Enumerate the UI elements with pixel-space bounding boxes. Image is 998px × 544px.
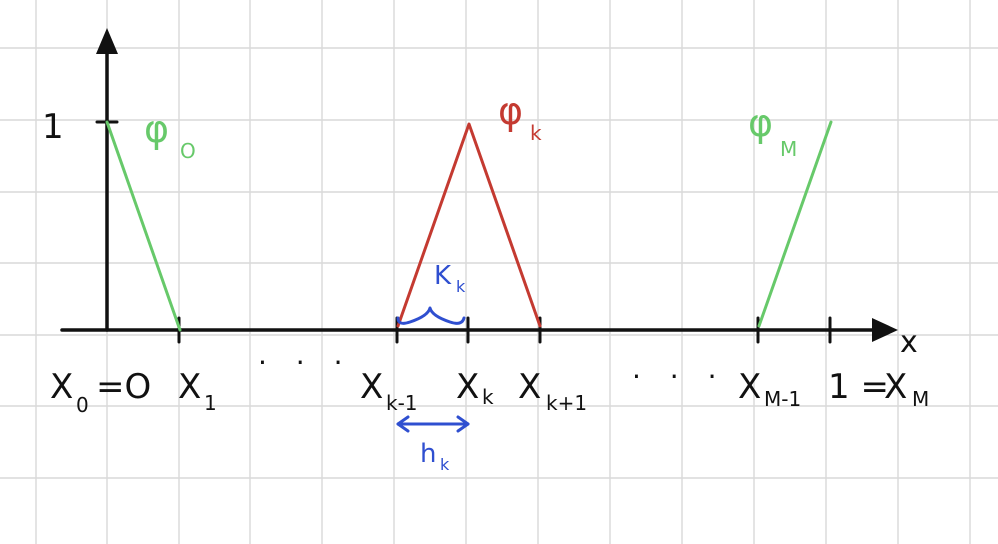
- label-phiM: φ: [748, 101, 773, 145]
- label-hk-sub: k: [440, 455, 450, 474]
- label-xM: X: [884, 367, 907, 407]
- label-x0: X: [50, 367, 73, 407]
- phi0-curve: [105, 120, 182, 332]
- label-xkm1: X: [360, 367, 383, 407]
- label-phik: φ: [498, 89, 523, 133]
- dots-left: · · ·: [258, 346, 353, 379]
- label-x1-sub: 1: [204, 391, 217, 415]
- x-axis-label: x: [900, 325, 918, 360]
- kk-brace: [396, 306, 466, 325]
- x-axis-arrow-icon: [872, 318, 898, 342]
- hk-double-arrow: [396, 415, 470, 433]
- label-Kk: K: [434, 261, 452, 291]
- label-Kk-sub: k: [456, 277, 466, 296]
- label-xkp1: X: [518, 367, 541, 407]
- label-xk-sub: k: [482, 385, 494, 409]
- phiM-curve: [757, 120, 833, 328]
- label-x0-value: =O: [96, 367, 151, 407]
- label-hk: h: [420, 439, 436, 469]
- y-tick-label-one: 1: [42, 107, 64, 147]
- dots-right: · · ·: [632, 360, 727, 393]
- label-phi0-sub: O: [180, 139, 196, 163]
- label-x0-sub: 0: [76, 393, 89, 417]
- label-xM-prefix: 1 =: [828, 367, 889, 407]
- label-xMm1-sub: M-1: [764, 387, 801, 411]
- label-xMm1: X: [738, 367, 761, 407]
- label-xM-sub: M: [912, 387, 929, 411]
- axes: [60, 28, 898, 344]
- y-axis-arrow-icon: [96, 28, 118, 54]
- phik-curve: [396, 122, 542, 328]
- label-xkm1-sub: k-1: [386, 391, 418, 415]
- label-phiM-sub: M: [780, 137, 797, 161]
- label-xkp1-sub: k+1: [546, 391, 587, 415]
- label-xk: X: [456, 367, 479, 407]
- label-phik-sub: k: [530, 121, 542, 145]
- label-phi0: φ: [144, 107, 169, 151]
- label-x1: X: [178, 367, 201, 407]
